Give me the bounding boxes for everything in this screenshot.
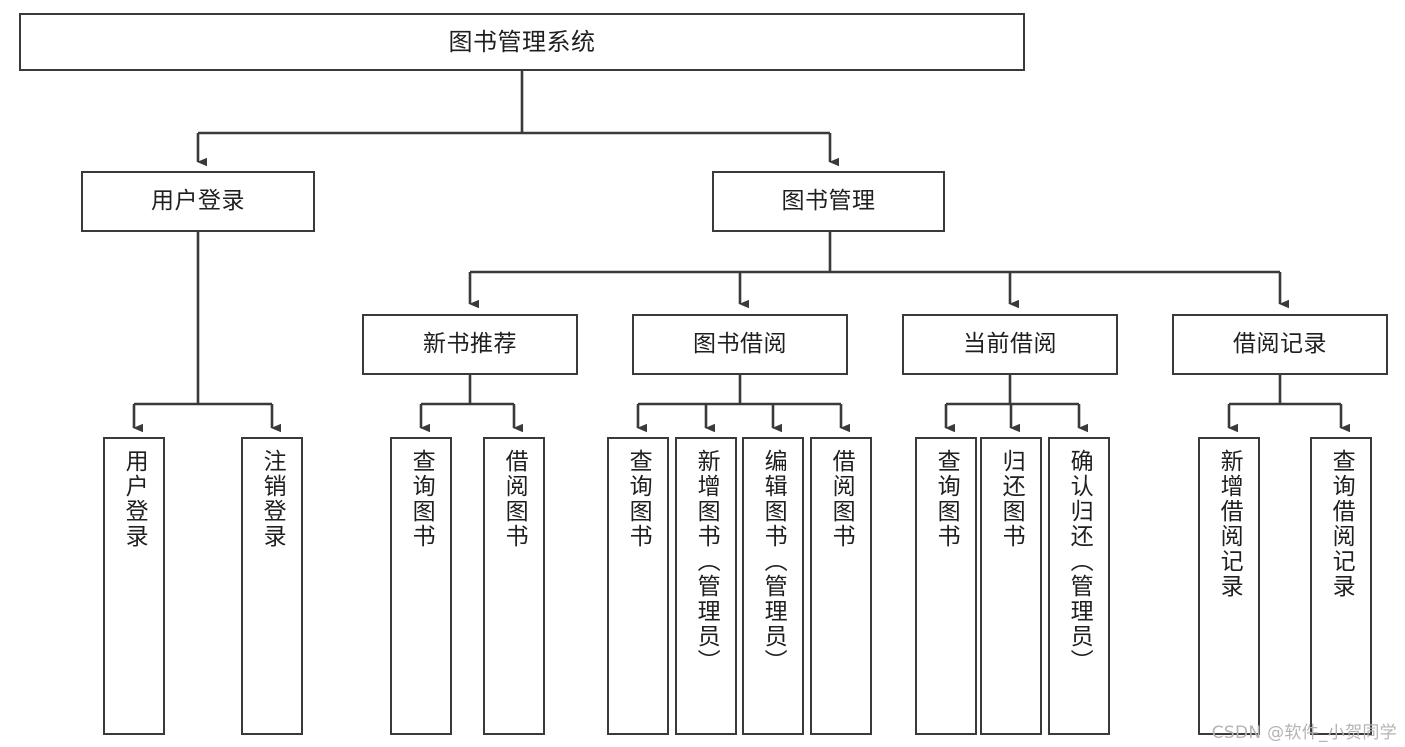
- node-label: 当前借阅: [963, 330, 1057, 357]
- node-leaf-logout[interactable]: 注销登录: [241, 437, 303, 735]
- node-leaf-add-record[interactable]: 新增借阅记录: [1198, 437, 1260, 735]
- node-label: 查询图书: [625, 449, 652, 549]
- node-leaf-query-book-1[interactable]: 查询图书: [390, 437, 452, 735]
- node-label: 用户登录: [151, 187, 245, 214]
- node-root-system[interactable]: 图书管理系统: [19, 13, 1025, 71]
- node-label: 确认归还（管理员）: [1066, 449, 1093, 674]
- node-book-borrow[interactable]: 图书借阅: [632, 314, 848, 375]
- node-label: 查询借阅记录: [1328, 449, 1355, 599]
- node-label: 查询图书: [408, 449, 435, 549]
- node-borrow-record[interactable]: 借阅记录: [1172, 314, 1388, 375]
- node-label: 注销登录: [259, 449, 286, 549]
- node-leaf-return-book[interactable]: 归还图书: [980, 437, 1042, 735]
- node-label: 图书管理系统: [448, 27, 596, 56]
- node-label: 编辑图书（管理员）: [760, 449, 787, 674]
- node-leaf-borrow-book-1[interactable]: 借阅图书: [483, 437, 545, 735]
- node-leaf-query-book-2[interactable]: 查询图书: [607, 437, 669, 735]
- node-label: 查询图书: [933, 449, 960, 549]
- node-leaf-user-login[interactable]: 用户登录: [103, 437, 165, 735]
- node-leaf-edit-book[interactable]: 编辑图书（管理员）: [742, 437, 804, 735]
- node-leaf-add-book[interactable]: 新增图书（管理员）: [675, 437, 737, 735]
- node-leaf-confirm-return[interactable]: 确认归还（管理员）: [1048, 437, 1110, 735]
- node-label: 借阅图书: [501, 449, 528, 549]
- node-label: 新书推荐: [423, 330, 517, 357]
- node-label: 借阅图书: [828, 449, 855, 549]
- node-label: 图书借阅: [693, 330, 787, 357]
- node-book-manage[interactable]: 图书管理: [712, 171, 945, 232]
- csdn-watermark: CSDN @软件_小贺同学: [1211, 723, 1397, 743]
- node-label: 归还图书: [998, 449, 1025, 549]
- node-new-book-recommend[interactable]: 新书推荐: [362, 314, 578, 375]
- node-label: 用户登录: [121, 449, 148, 549]
- node-leaf-borrow-book-2[interactable]: 借阅图书: [810, 437, 872, 735]
- node-label: 借阅记录: [1233, 330, 1327, 357]
- node-leaf-query-record[interactable]: 查询借阅记录: [1310, 437, 1372, 735]
- node-current-borrow[interactable]: 当前借阅: [902, 314, 1118, 375]
- node-label: 图书管理: [781, 187, 876, 214]
- node-user-login[interactable]: 用户登录: [81, 171, 315, 232]
- node-label: 新增图书（管理员）: [693, 449, 720, 674]
- node-leaf-query-book-3[interactable]: 查询图书: [915, 437, 977, 735]
- node-label: 新增借阅记录: [1216, 449, 1243, 599]
